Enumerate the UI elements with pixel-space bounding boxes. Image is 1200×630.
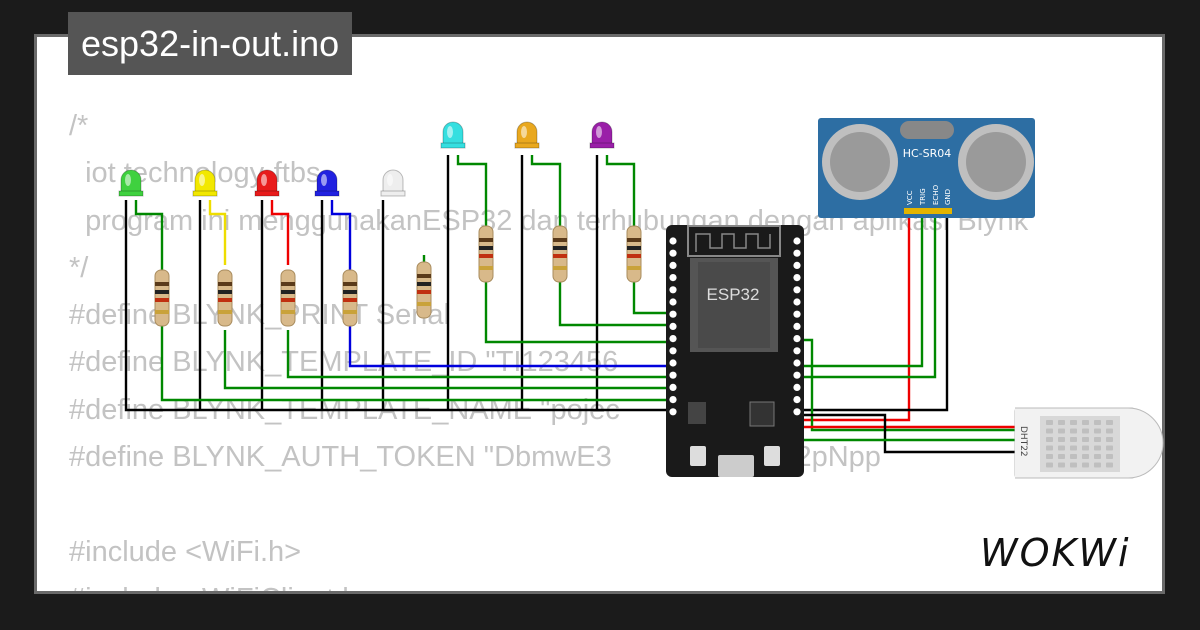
led-purple	[589, 121, 615, 149]
board-pin	[793, 237, 801, 245]
board-pin	[793, 322, 801, 330]
wires	[124, 155, 1015, 454]
board-pin	[793, 347, 801, 355]
resistor	[626, 225, 642, 283]
code-line: /*	[69, 110, 89, 142]
led-red	[254, 169, 280, 197]
ultrasonic-pin-trig: TRIG	[919, 188, 927, 206]
led-white	[380, 169, 406, 197]
led-orange	[514, 121, 540, 149]
resistor	[217, 269, 233, 327]
resistor	[154, 269, 170, 327]
code-line: #include <WiFiClient.h>	[69, 576, 1028, 591]
resistors	[154, 225, 642, 327]
ultrasonic-sensor: HC-SR04 VCC TRIG ECHO GND	[818, 118, 1035, 218]
dht22-sensor: DHT22	[1014, 407, 1164, 479]
code-line: iot technology-ftbs	[69, 157, 321, 190]
board-pin	[793, 359, 801, 367]
board-pin	[669, 322, 677, 330]
code-line: #include <WiFi.h>	[69, 535, 302, 568]
board-pin	[793, 371, 801, 379]
board-pin	[793, 335, 801, 343]
board-pin	[669, 237, 677, 245]
board-pin	[669, 261, 677, 269]
led-green	[118, 169, 144, 197]
board-pin	[669, 383, 677, 391]
board-pin	[669, 298, 677, 306]
board-pin	[793, 274, 801, 282]
resistor	[478, 225, 494, 283]
wokwi-logo[interactable]: WOKWi	[978, 528, 1150, 574]
resistor	[416, 261, 432, 319]
board-pins	[669, 237, 801, 416]
ultrasonic-pin-echo: ECHO	[932, 184, 940, 205]
resistor	[552, 225, 568, 283]
board-pin	[669, 310, 677, 318]
board-pin	[793, 383, 801, 391]
board-pin	[669, 359, 677, 367]
code-line: #define BLYNK_PRINT Serial	[69, 299, 450, 332]
board-pin	[793, 408, 801, 416]
board-pin	[669, 371, 677, 379]
board-pin	[669, 274, 677, 282]
board-pin	[669, 286, 677, 294]
board-pin	[793, 286, 801, 294]
leds	[118, 121, 615, 197]
led-yellow	[192, 169, 218, 197]
wokwi-logo-text: WOKWi	[980, 531, 1131, 574]
board-label: ESP32	[707, 285, 760, 304]
ultrasonic-label: HC-SR04	[903, 147, 952, 160]
board-pin	[669, 408, 677, 416]
ultrasonic-pin-gnd: GND	[944, 189, 952, 205]
board-pin	[793, 298, 801, 306]
ultrasonic-pin-vcc: VCC	[906, 190, 914, 205]
board-pin	[793, 310, 801, 318]
code-line: */	[69, 251, 89, 284]
board-pin	[669, 347, 677, 355]
resistor	[342, 269, 358, 327]
board-pin	[669, 249, 677, 257]
led-cyan	[440, 121, 466, 149]
dht-label: DHT22	[1018, 426, 1028, 457]
resistor	[280, 269, 296, 327]
board-pin	[669, 396, 677, 404]
board-pin	[793, 249, 801, 257]
board-pin	[793, 396, 801, 404]
board-pin	[669, 335, 677, 343]
esp32-board: ESP32	[666, 225, 804, 477]
led-blue	[314, 169, 340, 197]
board-pin	[793, 261, 801, 269]
project-title[interactable]: esp32-in-out.ino	[68, 12, 353, 75]
